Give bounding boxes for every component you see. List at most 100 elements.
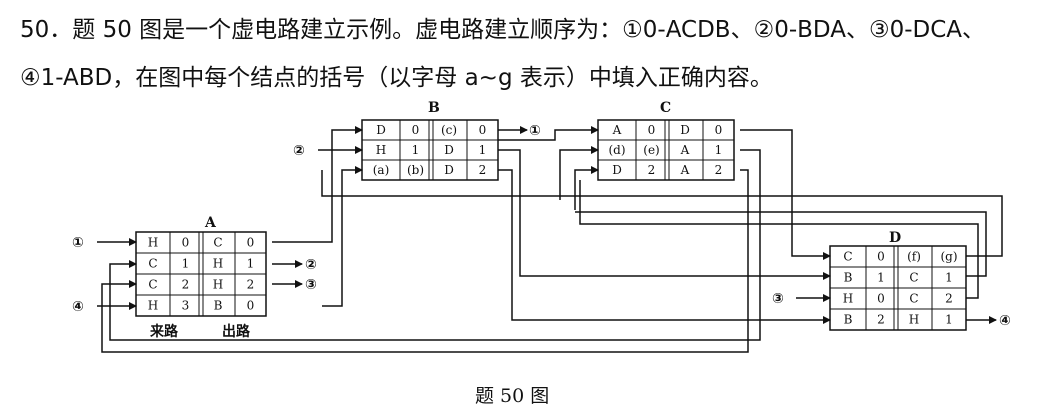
- marker-1-left: ①: [72, 235, 84, 251]
- node-c-cell: A: [680, 143, 690, 157]
- line-a-to-b-row2: [322, 166, 363, 307]
- node-b-cell: D: [444, 143, 454, 157]
- node-c-cell: (e): [643, 143, 659, 157]
- marker-2-b: ②: [293, 143, 305, 159]
- node-c-cell: 2: [648, 163, 656, 177]
- node-b-cell: 1: [479, 143, 487, 157]
- marker-3-a: ③: [305, 277, 317, 293]
- line-a-to-b-row0: [272, 126, 363, 243]
- node-a-cell: 0: [182, 236, 190, 250]
- node-a-cell: 0: [247, 236, 255, 250]
- node-c-cell: 0: [648, 123, 656, 137]
- node-c-cell: D: [612, 163, 622, 177]
- node-a-cell: C: [213, 236, 222, 250]
- node-d-title: D: [889, 230, 901, 246]
- node-d-cell: 1: [945, 313, 953, 327]
- node-b-cell: D: [376, 123, 386, 137]
- line-loop-top: [321, 170, 1003, 257]
- node-a-cell: 1: [247, 257, 255, 271]
- question-line-1: 50．题 50 图是一个虚电路建立示例。虚电路建立顺序为：①0-ACDB、②0-…: [20, 17, 986, 43]
- line-into-c-row2: [574, 166, 599, 210]
- node-c-cell: 1: [715, 143, 723, 157]
- node-a-cell: B: [214, 299, 223, 313]
- node-d-cell: H: [843, 292, 853, 306]
- node-d-cell: 0: [877, 292, 885, 306]
- node-a-cell: 1: [182, 257, 190, 271]
- marker-4-left: ④: [72, 299, 84, 315]
- node-c-cell: (d): [608, 143, 625, 157]
- node-c-cell: A: [680, 163, 690, 177]
- line-into-c-row1: [559, 146, 599, 200]
- node-a-in-label: 来路: [149, 323, 179, 340]
- node-d-cell: C: [843, 250, 852, 264]
- node-d-cell: (g): [940, 250, 957, 264]
- node-b-cell: (c): [441, 123, 457, 137]
- node-a-cell: H: [148, 299, 158, 313]
- line-c-to-a-row2: [101, 169, 749, 353]
- marker-2-a: ②: [305, 257, 317, 273]
- circle-markers: ① ④ ② ③ ② ① ③ ④: [72, 123, 1011, 329]
- line-b-to-d-row1: [498, 149, 831, 280]
- node-d-cell: C: [909, 292, 918, 306]
- node-c-cell: D: [680, 123, 690, 137]
- node-a-cell: 3: [182, 299, 190, 313]
- node-b-cell: 0: [412, 123, 420, 137]
- node-b-cell: 0: [479, 123, 487, 137]
- node-d-cell: 0: [877, 250, 885, 264]
- marker-1-b: ①: [529, 123, 541, 139]
- line-loop-c: [575, 211, 987, 277]
- node-b-cell: D: [444, 163, 454, 177]
- node-a-out-label: 出路: [222, 323, 251, 340]
- marker-3-d: ③: [772, 291, 784, 307]
- node-b-cell: 2: [479, 163, 487, 177]
- node-d-cell: B: [844, 271, 853, 285]
- node-a-cell: C: [148, 257, 157, 271]
- figure-caption: 题 50 图: [475, 385, 549, 407]
- node-a-cell: H: [213, 278, 223, 292]
- node-d-cell: 1: [877, 271, 885, 285]
- node-c-cell: A: [612, 123, 622, 137]
- node-d-cell: 2: [877, 313, 885, 327]
- question-line-2: ④1-ABD，在图中每个结点的括号（以字母 a~g 表示）中填入正确内容。: [20, 65, 773, 91]
- node-a-cell: 2: [182, 278, 190, 292]
- node-a-cell: H: [213, 257, 223, 271]
- node-c-cell: 0: [715, 123, 723, 137]
- node-a-cell: 2: [247, 278, 255, 292]
- node-a-title: A: [204, 215, 217, 231]
- line-c-to-a-row1: [109, 149, 761, 341]
- node-a-cell: C: [148, 278, 157, 292]
- node-c-cell: 2: [715, 163, 723, 177]
- node-d-cell: C: [909, 271, 918, 285]
- node-d-cell: 2: [945, 292, 953, 306]
- node-a-cell: H: [148, 236, 158, 250]
- line-b-to-d-row3: [498, 169, 831, 324]
- connection-lines: [97, 126, 1003, 353]
- line-loop-c2: [579, 180, 979, 299]
- node-b-cell: 1: [412, 143, 420, 157]
- node-d-cell: 1: [945, 271, 953, 285]
- node-c-title: C: [660, 100, 671, 116]
- node-d-cell: (f): [907, 250, 921, 264]
- node-b-cell: H: [376, 143, 386, 157]
- node-b-cell: (b): [407, 163, 424, 177]
- node-a-cell: 0: [247, 299, 255, 313]
- marker-4-d: ④: [999, 313, 1011, 329]
- node-b-cell: (a): [373, 163, 390, 177]
- line-b-to-c-row0: [498, 126, 599, 141]
- node-d-cell: H: [909, 313, 919, 327]
- node-b-title: B: [428, 100, 440, 116]
- node-d-cell: B: [844, 313, 853, 327]
- node-c-border: [597, 119, 735, 181]
- node-b-border: [361, 119, 499, 181]
- line-c-to-d-row0: [740, 129, 831, 260]
